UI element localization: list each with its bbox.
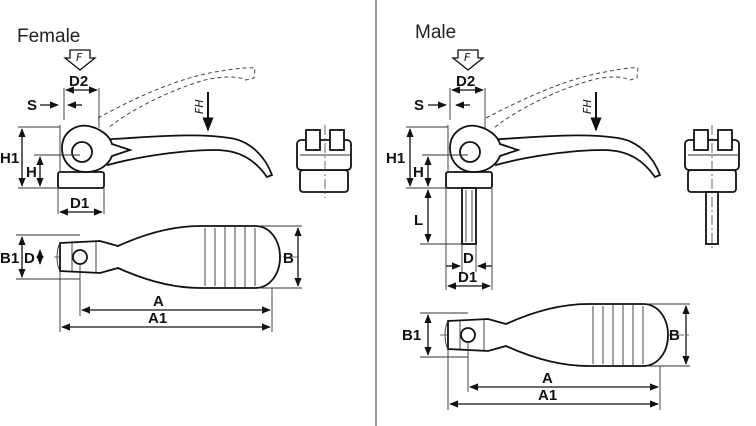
male-h1-label: H1 [386,150,405,167]
female-b1-label: B1 [0,250,19,267]
female-end-view [296,125,352,198]
female-base-nut [57,171,105,189]
female-d2-label: D2 [69,73,88,90]
male-h-label: H [413,164,424,181]
male-end-view [684,125,740,248]
male-force-handle-label: FH [581,99,594,114]
female-force-label: F [76,51,83,64]
female-title: Female [17,26,80,47]
female-a1-label: A1 [148,310,167,327]
male-lever-open-outline [485,67,639,129]
female-top-view [54,225,300,289]
male-a-label: A [542,370,553,387]
male-top-view [440,303,690,367]
female-force-arrow: F [63,49,97,71]
male-panel: Male F FH D2 S H1 [386,22,740,410]
male-force-arrow: F [451,49,485,71]
female-pivot-pin [71,141,93,163]
female-a-label: A [153,293,164,310]
male-s-label: S [414,97,424,114]
male-d1-label: D1 [458,269,477,286]
male-force-label: F [464,51,471,64]
male-b1-label: B1 [402,327,421,344]
male-d2-label: D2 [456,73,475,90]
male-pivot-pin [459,141,481,163]
male-base-nut [445,171,493,189]
male-l-label: L [414,212,423,229]
female-lever-handle [93,134,274,179]
female-force-handle-label: FH [193,99,206,114]
male-d-label: D [463,250,474,267]
female-panel: Female F FH D2 S H1 H [0,26,352,332]
female-d-label: D [24,250,35,267]
female-s-label: S [27,97,37,114]
male-title: Male [415,22,456,43]
male-a1-label: A1 [538,387,557,404]
male-b-label: B [669,327,680,344]
female-h-label: H [26,164,37,181]
female-lever-open-outline [97,67,256,129]
female-b-label: B [283,250,294,267]
female-h1-label: H1 [0,150,19,167]
female-d1-label: D1 [70,195,89,212]
male-lever-handle [481,134,662,179]
male-threaded-stud [461,187,477,245]
